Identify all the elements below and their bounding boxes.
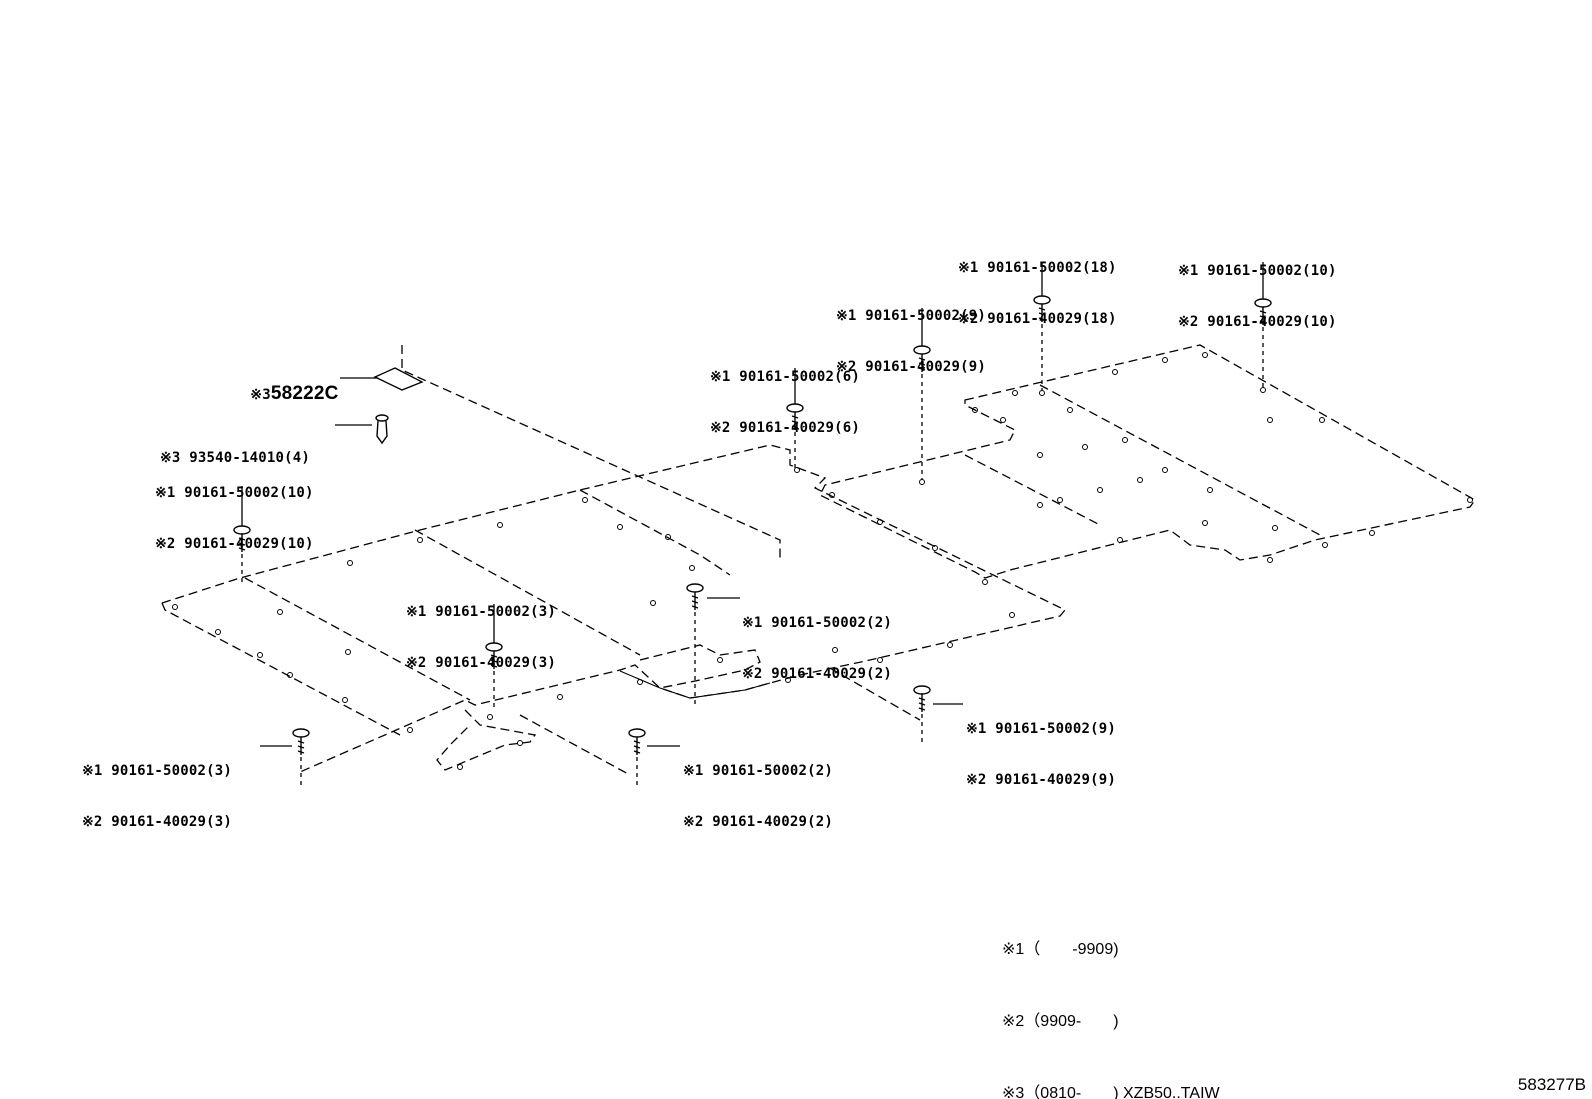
callout-line-2: ※2 90161-40029(3) [82,814,232,830]
callout-line-1: ※1 90161-50002(2) [683,763,833,779]
callout-9-lower: ※1 90161-50002(9) ※2 90161-40029(9) [966,687,1116,806]
callout-3-center: ※1 90161-50002(3) ※2 90161-40029(3) [406,570,556,689]
legend-1: ※1（ -9909) [1002,941,1119,958]
legend: ※1（ -9909) ※2（9909- ) ※3（0810- ) XZB50..… [1002,890,1220,1099]
callout-line-1: ※1 90161-50002(9) [836,308,986,324]
callout-top-10-right: ※1 90161-50002(10) ※2 90161-40029(10) [1178,229,1337,348]
drop-lines [241,324,1264,785]
callout-line-1: ※1 90161-50002(6) [710,369,860,385]
callout-line-1: ※1 90161-50002(2) [742,615,892,631]
callout-10-left: ※1 90161-50002(10) ※2 90161-40029(10) [155,451,314,570]
callout-line-2: ※2 90161-40029(3) [406,655,556,671]
callout-line-2: ※2 90161-40029(10) [155,536,314,552]
legend-2: ※2（9909- ) [1002,1013,1119,1030]
part-58222c-label: ※358222C [233,368,339,404]
callout-2-center: ※1 90161-50002(2) ※2 90161-40029(2) [742,581,892,700]
diagram-code: 583277B [1517,1075,1586,1094]
mounting-holes [172,352,1473,770]
callout-line-2: ※2 90161-40029(18) [958,311,1117,327]
callout-2-lower: ※1 90161-50002(2) ※2 90161-40029(2) [683,729,833,848]
callout-line-2: ※2 90161-40029(9) [836,359,986,375]
callout-line-2: ※2 90161-40029(2) [742,666,892,682]
callout-line-2: ※2 90161-40029(9) [966,772,1116,788]
callout-line-1: ※1 90161-50002(3) [82,763,232,779]
legend-3: ※3（0810- ) XZB50..TAIW [1002,1085,1220,1099]
callout-line-1: ※1 90161-50002(10) [155,485,314,501]
solid-parts [335,367,771,699]
callout-9-upper: ※1 90161-50002(9) ※2 90161-40029(9) [836,274,986,393]
part-number: 58222C [270,383,339,404]
callout-top-18: ※1 90161-50002(18) ※2 90161-40029(18) [958,226,1117,345]
part-prefix: ※3 [250,387,271,403]
callout-line-2: ※2 90161-40029(2) [683,814,833,830]
callout-line-1: ※1 90161-50002(18) [958,260,1117,276]
callout-line-1: ※1 90161-50002(3) [406,604,556,620]
callout-line-1: ※1 90161-50002(9) [966,721,1116,737]
panel-outlines [161,344,1476,776]
part-text: ※3 93540-14010(4) [160,450,310,466]
leader-lines [241,262,1264,747]
callout-line-1: ※1 90161-50002(10) [1178,263,1337,279]
callout-3-lower: ※1 90161-50002(3) ※2 90161-40029(3) [82,729,232,848]
callout-line-2: ※2 90161-40029(10) [1178,314,1337,330]
callout-6: ※1 90161-50002(6) ※2 90161-40029(6) [710,335,860,454]
part-93540-label: ※3 93540-14010(4) [160,416,310,484]
callout-line-2: ※2 90161-40029(6) [710,420,860,436]
